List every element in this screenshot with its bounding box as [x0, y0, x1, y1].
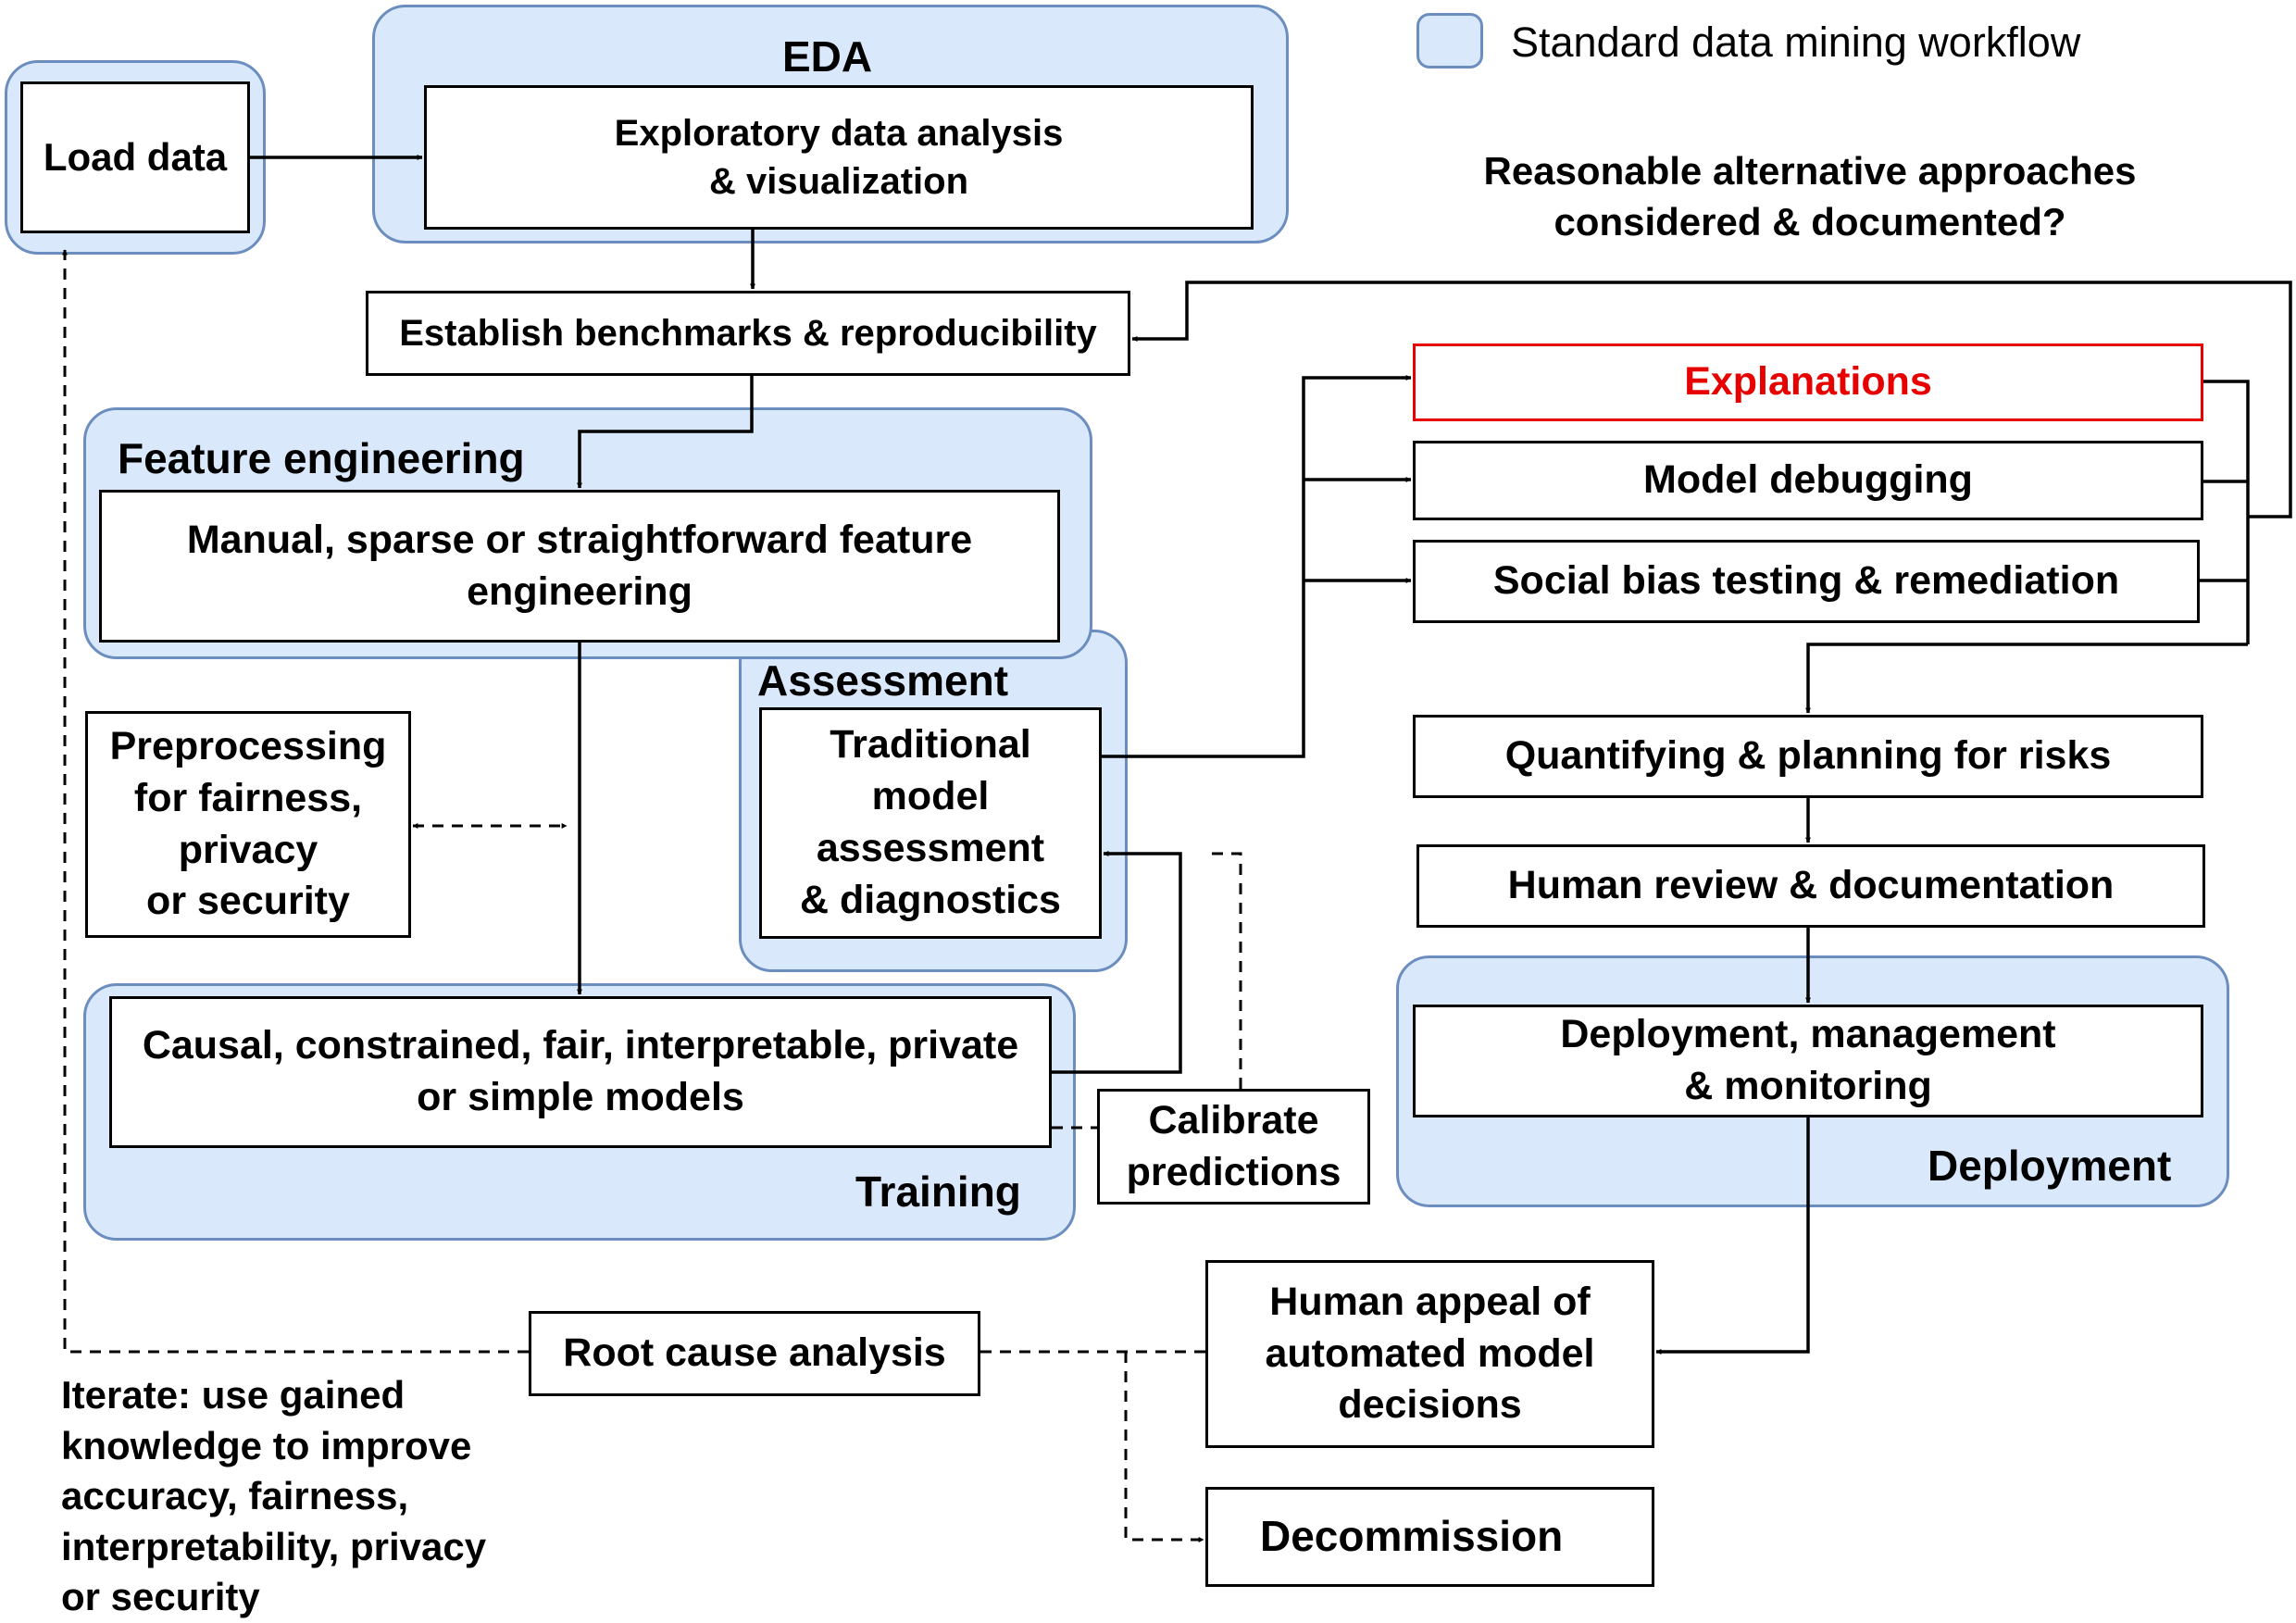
arrow-assessment-to-tests [1102, 375, 1412, 758]
line-explanations-out [2203, 380, 2250, 644]
traditional-assessment-box[interactable]: Traditional model assessment & diagnosti… [759, 707, 1102, 939]
risks-box[interactable]: Quantifying & planning for risks [1413, 715, 2203, 798]
calibrate-box[interactable]: Calibrate predictions [1097, 1089, 1370, 1205]
load-data-box[interactable]: Load data [20, 81, 250, 233]
iterate-note: Iterate: use gained knowledge to improve… [61, 1373, 487, 1619]
eda-box[interactable]: Exploratory data analysis & visualizatio… [424, 85, 1254, 230]
root-cause-box[interactable]: Root cause analysis [529, 1311, 980, 1396]
arrow-calibrate-to-assessment [1204, 852, 1242, 1089]
models-box[interactable]: Causal, constrained, fair, interpretable… [109, 996, 1052, 1148]
group-title-training: Training [855, 1167, 1021, 1216]
human-review-box[interactable]: Human review & documentation [1416, 844, 2205, 928]
deployment-management-box[interactable]: Deployment, management & monitoring [1413, 1005, 2203, 1117]
decommission-box[interactable]: Decommission [1205, 1487, 1654, 1587]
model-debugging-box[interactable]: Model debugging [1413, 441, 2203, 520]
legend-label: Standard data mining workflow [1511, 19, 2081, 66]
alternatives-question: Reasonable alternative approaches consid… [1483, 149, 2137, 243]
explanations-box[interactable]: Explanations [1413, 343, 2203, 421]
group-title-assessment: Assessment [757, 656, 1009, 705]
feature-engineering-box[interactable]: Manual, sparse or straightforward featur… [99, 490, 1060, 643]
social-bias-box[interactable]: Social bias testing & remediation [1413, 540, 2200, 623]
preprocessing-box[interactable]: Preprocessing for fairness, privacy or s… [85, 711, 411, 938]
group-title-deployment: Deployment [1928, 1142, 2172, 1190]
legend-swatch [1416, 13, 1483, 69]
group-title-eda: EDA [782, 32, 873, 81]
benchmarks-box[interactable]: Establish benchmarks & reproducibility [366, 291, 1130, 376]
group-title-feature-engineering: Feature engineering [118, 434, 525, 482]
arrow-tests-to-risks [1805, 643, 2248, 714]
human-appeal-box[interactable]: Human appeal of automated model decision… [1205, 1260, 1654, 1448]
arrow-to-decommission [1124, 1352, 1204, 1542]
